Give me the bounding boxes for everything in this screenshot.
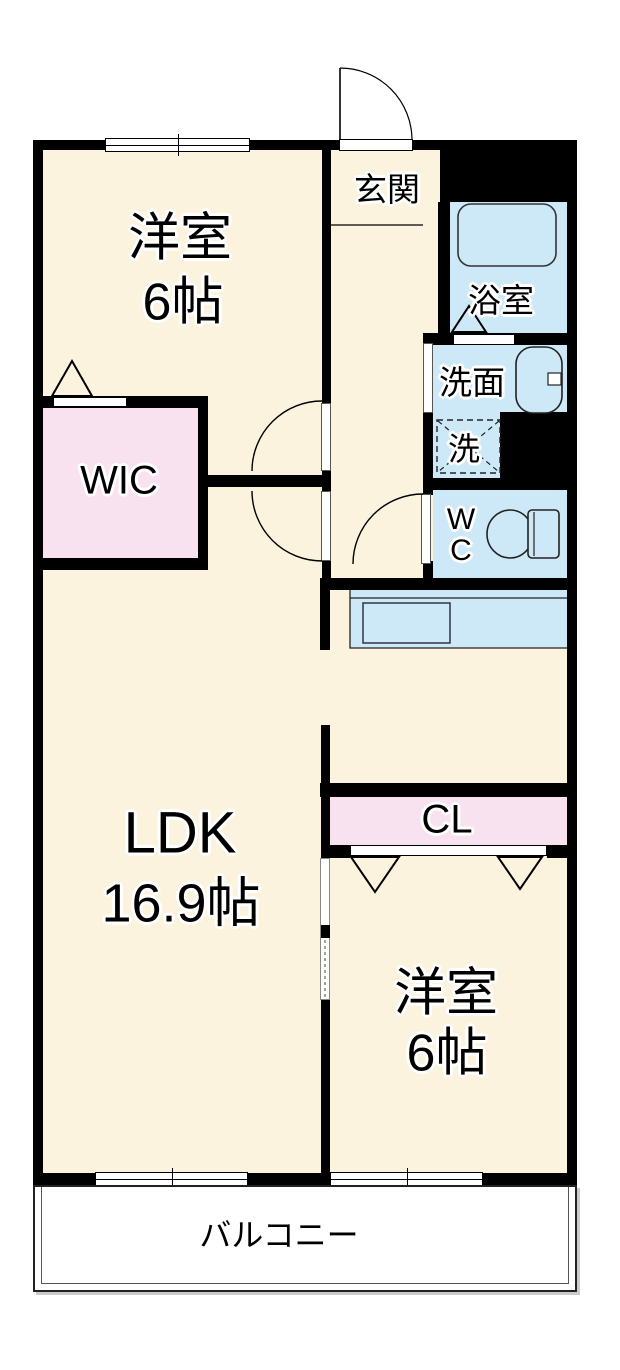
closet-door-triangle-left: [349, 856, 401, 894]
ldk-size-label: 16.9帖: [101, 873, 261, 934]
pipe-shaft-top: [440, 140, 567, 202]
wc-door-arc: [352, 493, 424, 565]
wall-wc-top: [423, 478, 567, 490]
wc-label-line2: C: [450, 534, 472, 567]
wall-right: [567, 140, 577, 1185]
wall-bath-left: [438, 202, 450, 345]
wall-hall-upper: [322, 150, 331, 403]
washroom-door: [423, 343, 433, 413]
wall-hall-lower: [322, 561, 331, 590]
balcony-railing-line: [41, 1187, 569, 1284]
wall-closet-top: [320, 783, 567, 797]
wc-label-line1: W: [446, 503, 476, 536]
closet-door-triangle-right: [496, 856, 544, 891]
wall-wic-bottom: [33, 558, 208, 570]
closet-label: CL: [421, 797, 473, 842]
kitchen-sink: [362, 602, 451, 644]
wic-door-opening: [53, 397, 127, 407]
wall-left: [33, 140, 43, 1185]
wash-basin: [515, 346, 563, 414]
entrance-door-opening: [339, 139, 413, 151]
bedroom1-door-arc: [251, 400, 323, 472]
entrance-door-arc: [339, 67, 413, 141]
closet-door-track: [350, 845, 547, 856]
balcony-area: [33, 1185, 577, 1292]
wic-door-triangle: [50, 358, 94, 397]
bathroom-door-triangle: [450, 304, 488, 333]
window-center-tick: [171, 1168, 173, 1190]
bedroom1-size-label: 6帖: [142, 273, 224, 332]
kitchen-counter-outline: [349, 590, 567, 649]
wic-area: [43, 408, 198, 558]
bathtub: [457, 203, 557, 267]
sliding-partition-mullion: [321, 925, 330, 938]
bedroom1-door: [321, 403, 331, 471]
wall-closet-bottom-right: [547, 845, 567, 858]
wall-wash-left: [423, 413, 433, 495]
entrance-label: 玄関: [354, 171, 420, 208]
toilet-tank: [527, 509, 560, 559]
bedroom1-name-label: 洋室: [127, 209, 233, 268]
wall-bedroom2-left: [321, 1000, 330, 1173]
bedroom2-size-label: 6帖: [406, 1024, 488, 1083]
washing-machine-cross: [437, 420, 500, 473]
closet-area: [330, 797, 567, 845]
pipe-shaft-mid: [500, 412, 567, 490]
window-bedroom1: [105, 134, 250, 156]
ldk-door-arc: [251, 490, 323, 562]
wic-label: WIC: [80, 458, 158, 503]
ldk-door: [321, 491, 331, 561]
wall-kitchen-top: [320, 578, 577, 590]
washing-machine-pan: [436, 419, 501, 474]
toilet-bowl: [486, 509, 534, 559]
wc-label: W C: [447, 504, 475, 566]
wall-kitchen-stub: [320, 590, 330, 650]
bedroom2-name-label: 洋室: [393, 964, 499, 1023]
balcony-label: バルコニー: [199, 1217, 359, 1253]
wall-hall-bottom: [208, 475, 330, 487]
wall-top: [33, 140, 577, 150]
window-center-tick: [406, 1168, 408, 1190]
basin-faucet: [547, 372, 562, 386]
ldk-name-label: LDK: [123, 800, 237, 866]
bathroom-label: 浴室: [468, 282, 534, 319]
window-center-tick: [177, 134, 179, 156]
wall-wic-right: [198, 396, 208, 570]
wall-closet-bottom-left: [330, 845, 350, 858]
bathroom-door-opening: [453, 334, 515, 345]
laundry-label: 洗: [447, 431, 481, 467]
wc-door: [421, 494, 431, 564]
washroom-label: 洗面: [439, 364, 505, 401]
wall-wash-left-low: [423, 561, 433, 590]
